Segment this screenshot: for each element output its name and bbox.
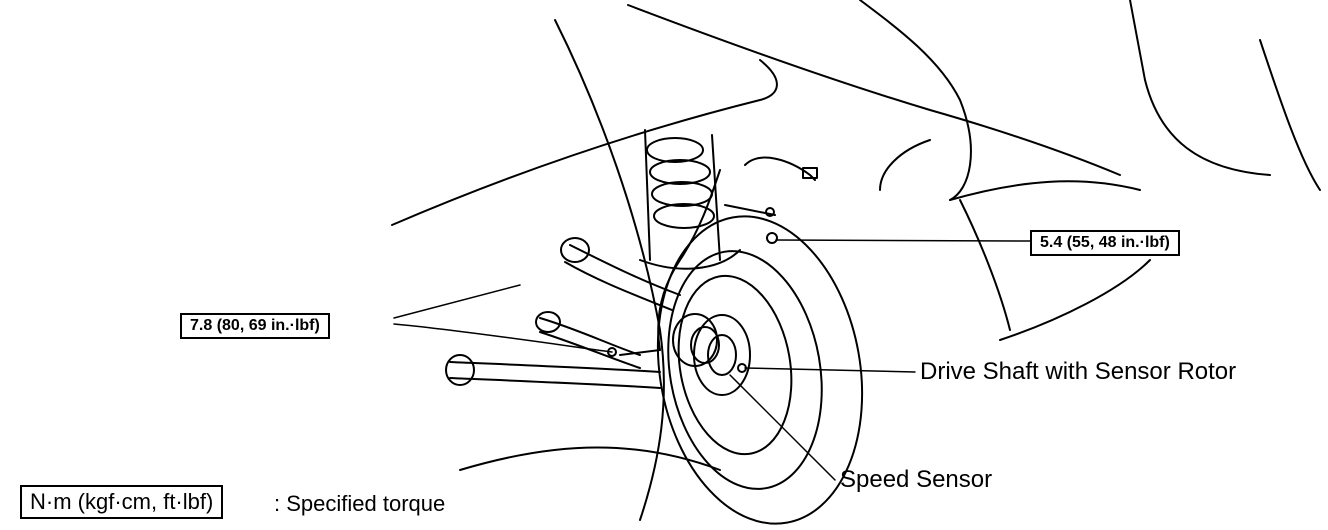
coil-spring	[639, 129, 741, 270]
torque-unit-legend-box: N·m (kgf·cm, ft·lbf)	[20, 485, 224, 519]
leader-lines	[393, 239, 1031, 481]
fender-outline	[391, 0, 1321, 521]
torque-legend-description: : Specified torque	[274, 491, 446, 516]
drive-shaft-label: Drive Shaft with Sensor Rotor	[920, 358, 1237, 385]
torque-spec-lower: 7.8 (80, 69 in.·lbf)	[180, 313, 330, 339]
torque-spec-upper: 5.4 (55, 48 in.·lbf)	[1030, 230, 1180, 256]
tire-outline	[656, 215, 864, 525]
speed-sensor-label: Speed Sensor	[840, 466, 993, 493]
hub-sensor-body	[607, 207, 778, 373]
